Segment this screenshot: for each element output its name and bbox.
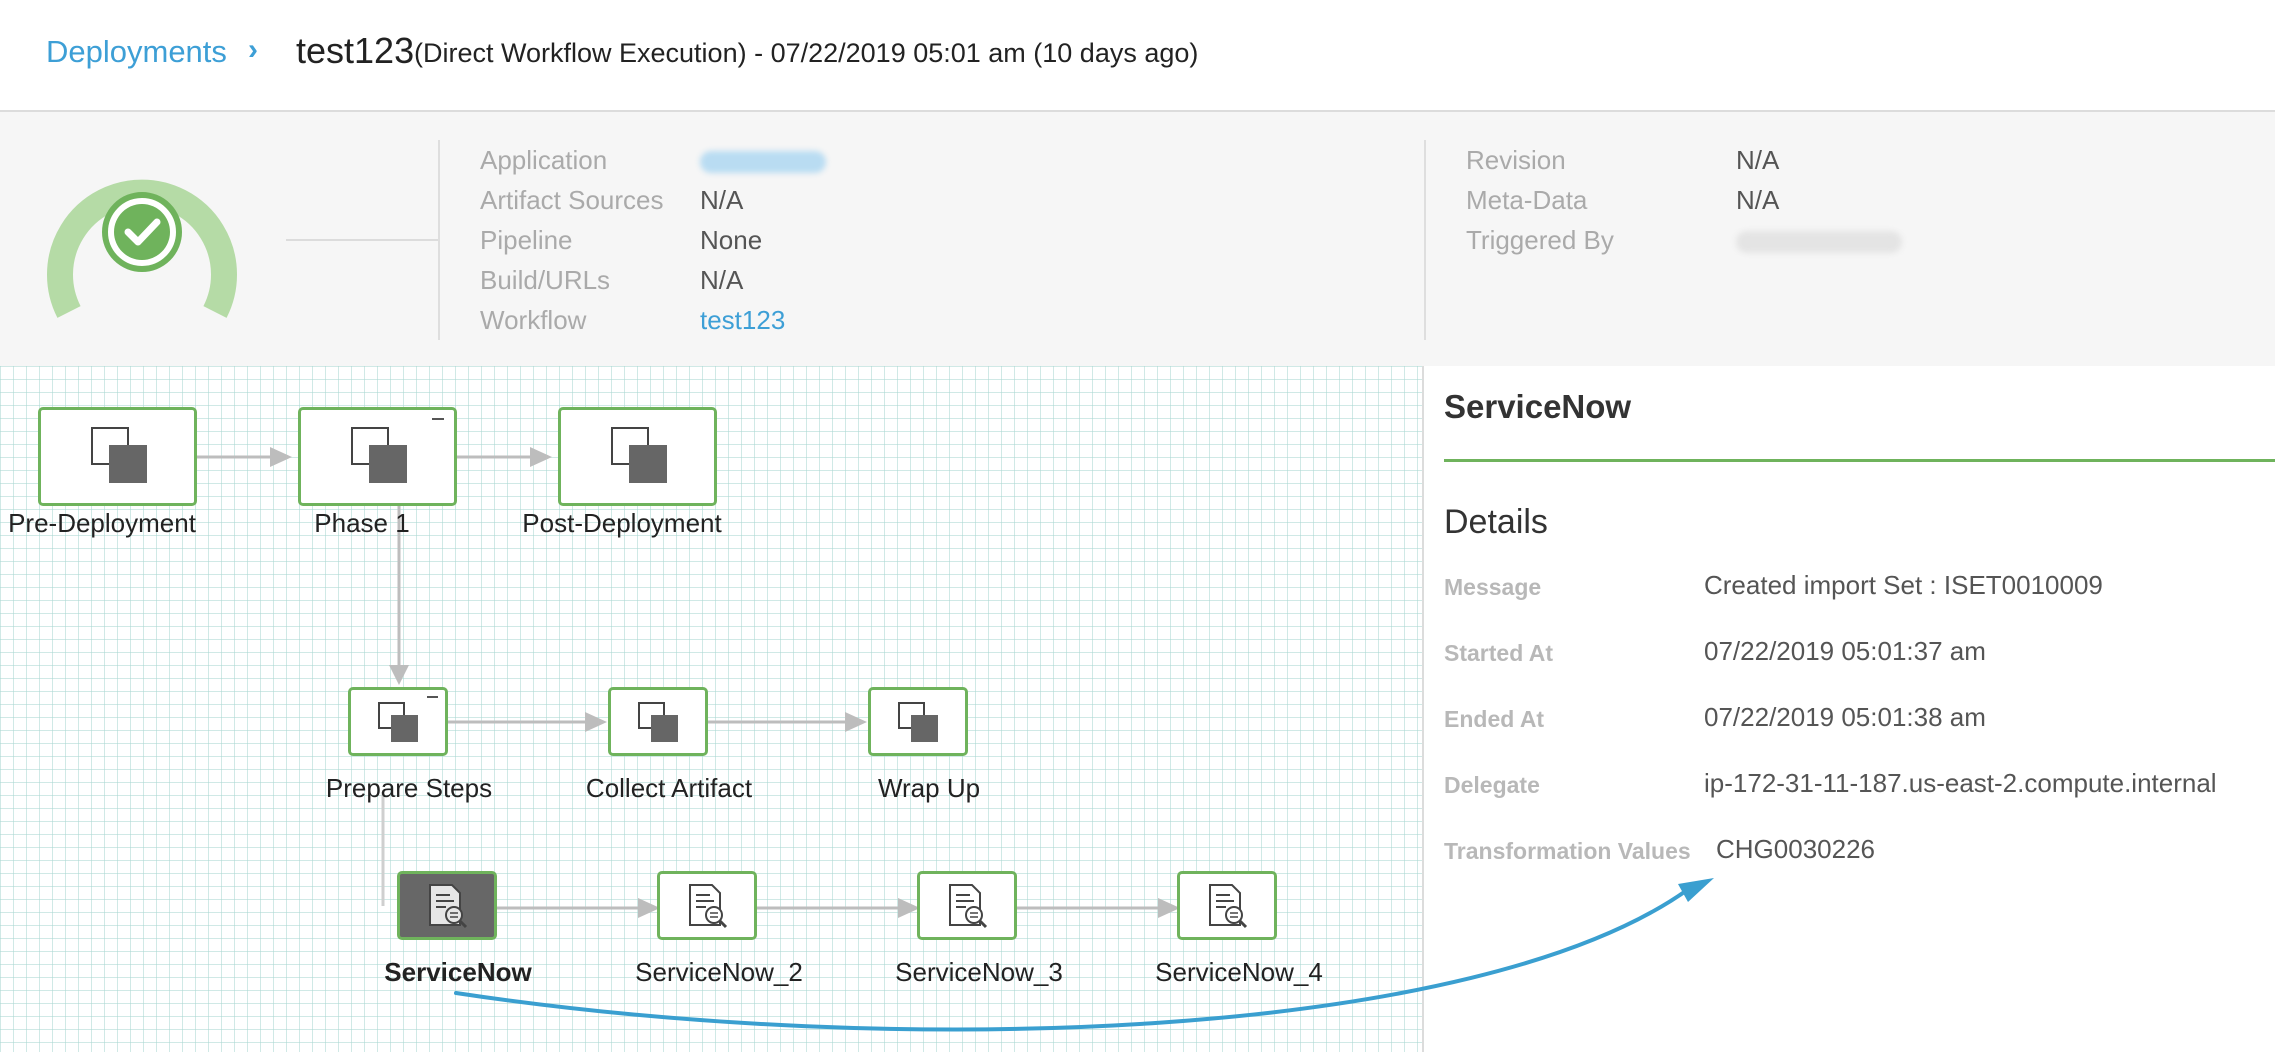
phase-node-pre-deployment[interactable] xyxy=(38,407,197,506)
section-node-collect-artifact[interactable] xyxy=(608,687,708,756)
panel-title-underline xyxy=(1444,459,2275,462)
detail-row-message: Message Created import Set : ISET0010009 xyxy=(1444,570,2103,600)
step-node-servicenow-2[interactable] xyxy=(657,871,757,940)
step-label-selected: ServiceNow xyxy=(384,957,532,987)
section-label: Collect Artifact xyxy=(585,773,753,803)
breadcrumb-chevron-icon: › xyxy=(248,33,258,66)
detail-row-ended-at: Ended At 07/22/2019 05:01:38 am xyxy=(1444,702,1986,732)
page-header: Deployments › test123 (Direct Workflow E… xyxy=(0,0,2275,112)
status-success-icon xyxy=(47,179,237,318)
detail-row-started-at: Started At 07/22/2019 05:01:37 am xyxy=(1444,636,1986,666)
breadcrumb-deployments[interactable]: Deployments xyxy=(46,34,227,69)
detail-row-transformation-values: Transformation Values CHG0030226 xyxy=(1444,834,1875,864)
step-details-panel: ServiceNow Details Message Created impor… xyxy=(1424,366,2275,1052)
step-node-servicenow-4[interactable] xyxy=(1177,871,1277,940)
phase-label: Phase 1 xyxy=(314,508,410,538)
summary-divider xyxy=(438,140,440,340)
deployment-summary: Application Artifact Sources N/A Pipelin… xyxy=(0,112,2275,366)
details-heading: Details xyxy=(1444,503,1548,541)
phase-label: Post-Deployment xyxy=(522,508,722,538)
servicenow-icon xyxy=(429,884,468,929)
phase-label: Pre-Deployment xyxy=(8,508,196,538)
redacted-user xyxy=(1736,231,1902,254)
step-label: ServiceNow_3 xyxy=(895,957,1063,987)
servicenow-icon xyxy=(1209,884,1248,929)
section-label: Wrap Up xyxy=(877,773,981,803)
panel-divider xyxy=(1422,366,1424,1052)
phase-node-post-deployment[interactable] xyxy=(558,407,717,506)
summary-connector xyxy=(286,239,438,241)
servicenow-icon xyxy=(689,884,728,929)
summary-divider xyxy=(1424,140,1426,340)
panel-title: ServiceNow xyxy=(1444,388,1632,425)
step-node-servicenow-3[interactable] xyxy=(917,871,1017,940)
collapse-icon[interactable] xyxy=(427,696,438,698)
step-label: ServiceNow_2 xyxy=(635,957,803,987)
servicenow-icon xyxy=(949,884,988,929)
collapse-icon[interactable] xyxy=(432,418,444,420)
phase-node-phase-1[interactable] xyxy=(298,407,457,506)
section-label: Prepare Steps xyxy=(325,773,493,803)
page-title: test123 xyxy=(296,30,415,71)
section-node-wrap-up[interactable] xyxy=(868,687,968,756)
step-node-servicenow[interactable] xyxy=(397,871,497,940)
detail-row-delegate: Delegate ip-172-31-11-187.us-east-2.comp… xyxy=(1444,768,2217,798)
section-node-prepare-steps[interactable] xyxy=(348,687,448,756)
page-subtitle: (Direct Workflow Execution) - 07/22/2019… xyxy=(414,38,1199,68)
redacted-application xyxy=(700,151,826,174)
step-label: ServiceNow_4 xyxy=(1155,957,1323,987)
workflow-link[interactable]: test123 xyxy=(700,305,786,335)
